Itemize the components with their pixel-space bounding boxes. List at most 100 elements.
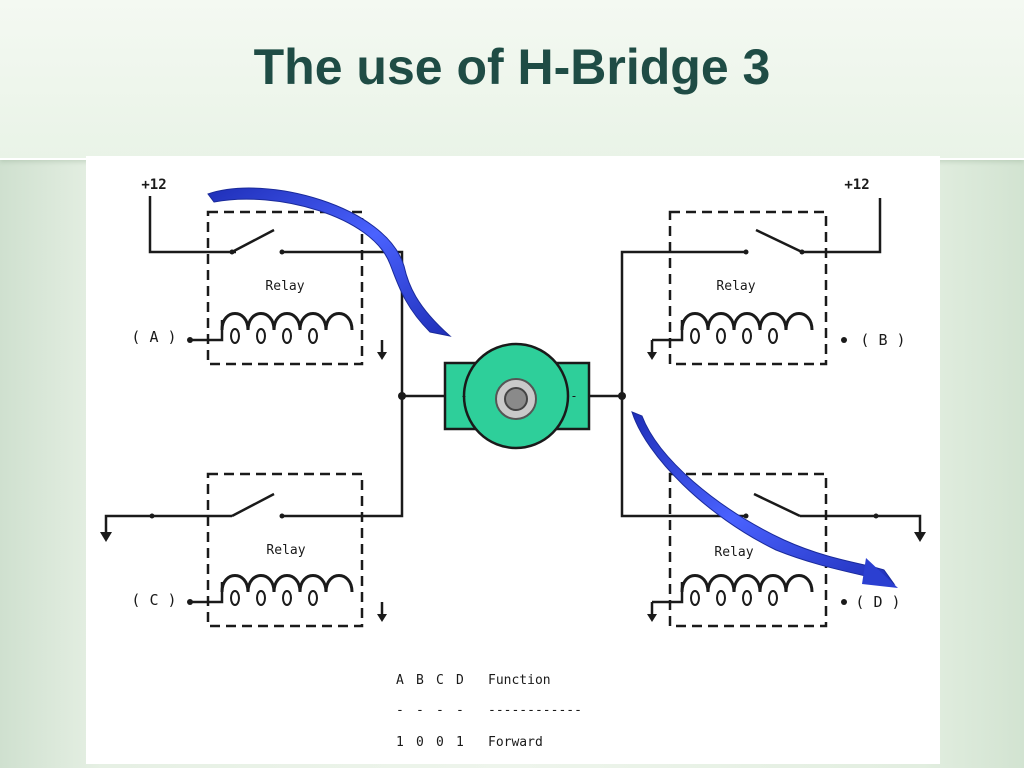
relay-b-input-dot xyxy=(841,337,847,343)
relay-d-switch xyxy=(753,492,801,518)
title-band: The use of H-Bridge 3 xyxy=(0,0,1024,160)
relay-b-contact xyxy=(799,249,805,255)
motor-shaft xyxy=(504,387,528,411)
relay-c-coil-loop-4 xyxy=(308,590,318,606)
relay-a-box xyxy=(206,210,364,366)
current-flow-arrow-top-icon xyxy=(207,187,452,337)
motor: - - xyxy=(398,342,626,450)
table-row-1-function: Forward xyxy=(488,735,543,750)
relay-d-coil-leads xyxy=(652,582,684,604)
relay-d-input-dot xyxy=(841,599,847,605)
relay-a-output-wire xyxy=(282,250,404,396)
relay-a-coil-loop-3 xyxy=(282,328,292,344)
relay-c-contact xyxy=(279,513,285,519)
relay-a-input-dot xyxy=(187,337,193,343)
relay-c-ground-icon xyxy=(100,532,112,542)
relay-b-output-wire xyxy=(620,250,746,396)
relay-c: Relay ( C ) xyxy=(100,396,404,628)
relay-c-input-dot xyxy=(187,599,193,605)
relay-b: Relay ( B ) +12 xyxy=(620,177,906,396)
relay-d-ground-wire xyxy=(800,514,922,532)
relay-c-coil-loop-3 xyxy=(282,590,292,606)
relay-d-coil-loop-3 xyxy=(742,590,752,606)
relay-a-coil xyxy=(220,312,354,331)
relay-d-label: Relay xyxy=(714,545,753,560)
relay-a-contact-2 xyxy=(279,249,285,255)
relay-b-coil xyxy=(680,312,814,331)
motor-terminal-right-label: - xyxy=(570,389,577,403)
relay-a-switch xyxy=(231,228,275,254)
relay-a-coil-loop-4 xyxy=(308,328,318,344)
h-bridge-diagram: Relay ( A ) +12 Relay ( B ) +12 xyxy=(100,177,926,750)
motor-terminal-left-label: - xyxy=(460,389,467,403)
relay-d-input-label: ( D ) xyxy=(855,593,900,611)
relay-c-output-wire xyxy=(282,396,404,518)
table-header-b: B xyxy=(416,673,424,688)
relay-d-coil-loop-1 xyxy=(690,590,700,606)
relay-d-coil-loop-2 xyxy=(716,590,726,606)
table-separator-function: ------------ xyxy=(488,703,582,718)
relay-c-coil-loop-1 xyxy=(230,590,240,606)
truth-table: A B C D Function - - - - ------------ 1 … xyxy=(396,673,582,750)
relay-c-ground-wire xyxy=(104,514,232,532)
slide-title: The use of H-Bridge 3 xyxy=(253,39,771,95)
relay-c-contact-2 xyxy=(149,513,155,519)
relay-a-coil-loop-2 xyxy=(256,328,266,344)
relay-a-coil-loop-1 xyxy=(230,328,240,344)
relay-c-coil-loop-2 xyxy=(256,590,266,606)
relay-a: Relay ( A ) +12 xyxy=(131,177,404,396)
table-header-function: Function xyxy=(488,673,551,688)
relay-c-coil-leads xyxy=(190,582,224,604)
relay-d-coil-ground-icon xyxy=(647,614,657,622)
relay-b-coil-loop-3 xyxy=(742,328,752,344)
relay-a-label: Relay xyxy=(265,279,304,294)
relay-b-supply-label: +12 xyxy=(844,177,869,193)
relay-c-input-label: ( C ) xyxy=(131,591,176,609)
relay-d-contact xyxy=(743,513,749,519)
left-junction-dot xyxy=(398,392,406,400)
relay-d-ground-icon xyxy=(914,532,926,542)
diagram-panel: Relay ( A ) +12 Relay ( B ) +12 xyxy=(86,156,940,764)
relay-b-label: Relay xyxy=(716,279,755,294)
relay-c-coil xyxy=(220,574,354,593)
table-header-c: C xyxy=(436,673,444,688)
relay-b-switch xyxy=(755,228,803,254)
table-separator-a: - xyxy=(396,703,404,718)
current-flow-arrowhead-bottom-icon xyxy=(862,558,898,588)
relay-b-coil-loop-1 xyxy=(690,328,700,344)
relay-d-output-wire xyxy=(620,396,746,518)
relay-b-ground-icon xyxy=(647,352,657,360)
relay-d-contact-2 xyxy=(873,513,879,519)
relay-a-coil-leads xyxy=(190,320,224,342)
relay-b-coil-loop-2 xyxy=(716,328,726,344)
relay-b-box xyxy=(668,210,828,366)
table-row-1-b: 0 xyxy=(416,735,424,750)
table-separator-c: - xyxy=(436,703,444,718)
relay-d-coil xyxy=(680,574,814,593)
relay-a-ground-icon xyxy=(377,352,387,360)
relay-b-input-label: ( B ) xyxy=(860,331,905,349)
relay-d-coil-loop-4 xyxy=(768,590,778,606)
relay-a-supply-wire xyxy=(148,196,236,254)
relay-c-label: Relay xyxy=(266,543,305,558)
table-row-1-c: 0 xyxy=(436,735,444,750)
table-row-1-d: 1 xyxy=(456,735,464,750)
relay-a-supply-label: +12 xyxy=(141,177,166,193)
relay-b-coil-leads xyxy=(652,320,684,342)
relay-a-input-label: ( A ) xyxy=(131,328,176,346)
right-junction-dot xyxy=(618,392,626,400)
relay-b-coil-loop-4 xyxy=(768,328,778,344)
table-row-1-a: 1 xyxy=(396,735,404,750)
table-separator-b: - xyxy=(416,703,424,718)
relay-c-coil-ground-icon xyxy=(377,614,387,622)
relay-c-switch xyxy=(231,492,275,518)
relay-d: Relay ( D ) xyxy=(620,396,926,628)
relay-a-contact xyxy=(229,249,235,255)
table-header-d: D xyxy=(456,673,464,688)
table-separator-d: - xyxy=(456,703,464,718)
relay-b-contact-2 xyxy=(743,249,749,255)
relay-d-box xyxy=(668,472,828,628)
relay-c-box xyxy=(206,472,364,628)
relay-b-supply-wire xyxy=(802,198,882,254)
table-header-a: A xyxy=(396,673,404,688)
